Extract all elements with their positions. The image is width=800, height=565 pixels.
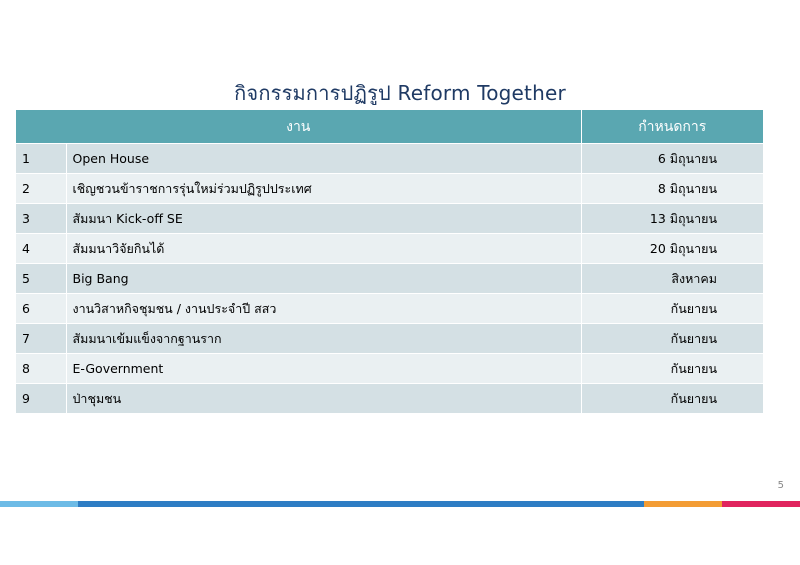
table-row: 4 สัมมนาวิจัยกินได้ 20 มิถุนายน (16, 233, 763, 264)
page-number: 5 (777, 480, 784, 491)
footer-bar-blue (78, 501, 644, 507)
table-row: 2 เชิญชวนข้าราชการรุ่นใหม่ร่วมปฏิรูปประเ… (16, 173, 763, 204)
footer-bar-light-blue (0, 501, 78, 507)
row-date: กันยายน (581, 383, 763, 413)
row-task: E-Government (66, 353, 582, 384)
row-task: สัมมนาเข้มแข็งจากฐานราก (66, 323, 582, 354)
table-row: 7 สัมมนาเข้มแข็งจากฐานราก กันยายน (16, 323, 763, 354)
row-date: กันยายน (581, 353, 763, 384)
table-header-row: งาน กำหนดการ (16, 110, 763, 144)
schedule-table: งาน กำหนดการ 1 Open House 6 มิถุนายน 2 เ… (16, 110, 763, 413)
slide-title: กิจกรรมการปฏิรูป Reform Together (234, 81, 566, 105)
row-number: 1 (16, 143, 67, 174)
row-date: กันยายน (581, 293, 763, 324)
table-row: 6 งานวิสาหกิจชุมชน / งานประจำปี สสว กันย… (16, 293, 763, 324)
table-row: 1 Open House 6 มิถุนายน (16, 143, 763, 174)
table-row: 3 สัมมนา Kick-off SE 13 มิถุนายน (16, 203, 763, 234)
row-task: งานวิสาหกิจชุมชน / งานประจำปี สสว (66, 293, 582, 324)
row-number: 3 (16, 203, 67, 234)
row-number: 2 (16, 173, 67, 204)
row-number: 7 (16, 323, 67, 354)
footer-bar-red (722, 501, 800, 507)
row-number: 9 (16, 383, 67, 413)
header-task: งาน (16, 110, 582, 144)
table-row: 5 Big Bang สิงหาคม (16, 263, 763, 294)
row-number: 6 (16, 293, 67, 324)
row-task: เชิญชวนข้าราชการรุ่นใหม่ร่วมปฏิรูปประเทศ (66, 173, 582, 204)
table-row: 8 E-Government กันยายน (16, 353, 763, 384)
row-task: สัมมนา Kick-off SE (66, 203, 582, 234)
footer-bar-orange (644, 501, 722, 507)
row-date: 13 มิถุนายน (581, 203, 763, 234)
row-date: 20 มิถุนายน (581, 233, 763, 264)
table-row: 9 ป่าชุมชน กันยายน (16, 383, 763, 413)
row-number: 5 (16, 263, 67, 294)
row-date: สิงหาคม (581, 263, 763, 294)
row-task: สัมมนาวิจัยกินได้ (66, 233, 582, 264)
row-date: 6 มิถุนายน (581, 143, 763, 174)
row-task: ป่าชุมชน (66, 383, 582, 413)
header-date: กำหนดการ (581, 110, 763, 144)
row-task: Big Bang (66, 263, 582, 294)
row-date: กันยายน (581, 323, 763, 354)
row-date: 8 มิถุนายน (581, 173, 763, 204)
row-number: 4 (16, 233, 67, 264)
row-number: 8 (16, 353, 67, 384)
row-task: Open House (66, 143, 582, 174)
